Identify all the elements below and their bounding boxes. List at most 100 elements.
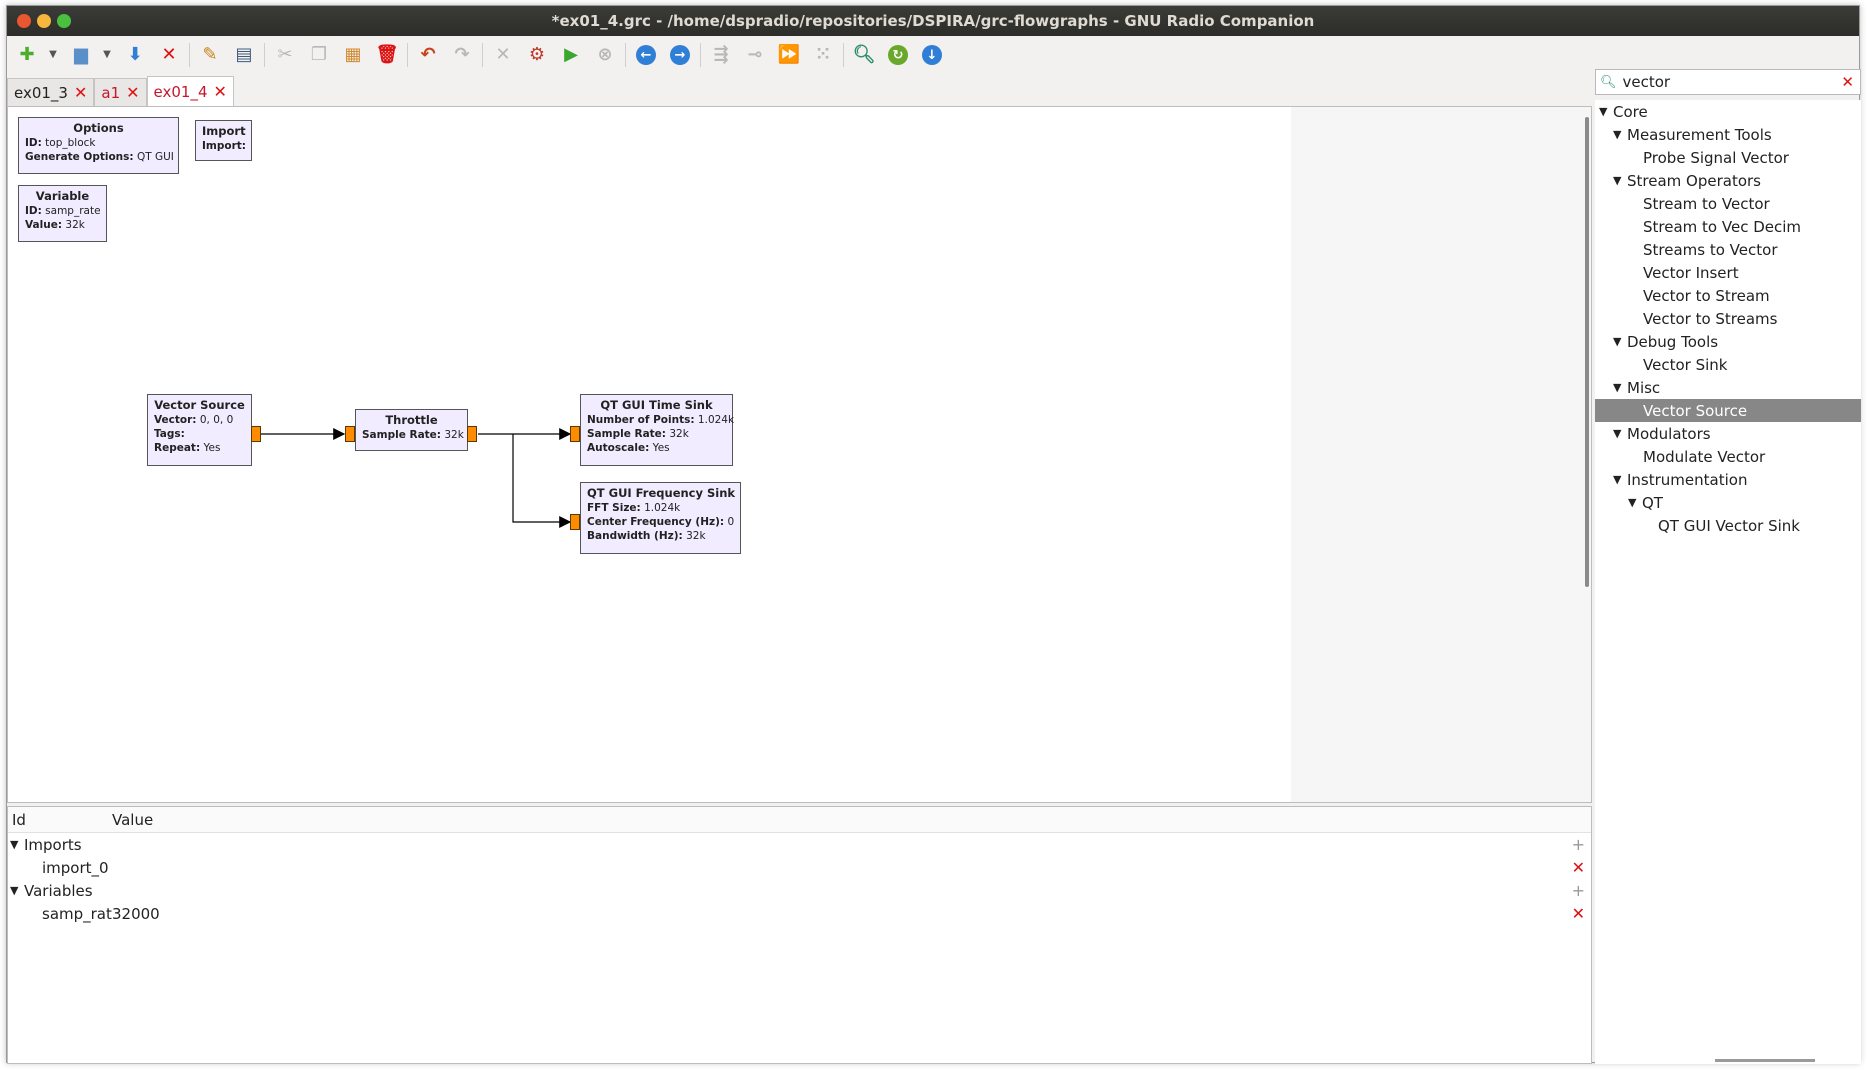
bypass-block-icon[interactable]: ⊸ (747, 44, 763, 65)
variables-group-row[interactable]: ▼ Variables + (8, 879, 1591, 902)
expander-icon[interactable]: ▼ (1628, 496, 1637, 509)
throttle-out-port[interactable] (467, 426, 477, 442)
delete-icon[interactable]: 🗑 (375, 44, 399, 65)
expander-icon[interactable]: ▼ (1613, 473, 1622, 486)
tree-item-stream-to-vec-decim[interactable]: Stream to Vec Decim (1595, 215, 1861, 238)
rotate-cw-icon[interactable]: → (666, 41, 694, 69)
column-header-value[interactable]: Value (112, 810, 154, 829)
tab-ex01-3[interactable]: ex01_3 ✕ (7, 78, 95, 106)
remove-import-icon[interactable]: ✕ (1571, 858, 1585, 877)
clear-search-icon[interactable]: ✕ (1841, 73, 1854, 91)
expander-icon[interactable]: ▼ (1613, 174, 1622, 187)
redo-icon[interactable]: ↷ (454, 44, 470, 65)
find-block-icon[interactable]: 🔍︎ (852, 44, 876, 65)
execute-icon[interactable]: ▶ (564, 44, 578, 65)
tab-ex01-4[interactable]: ex01_4 ✕ (146, 76, 234, 106)
tree-node-instrumentation[interactable]: ▼Instrumentation (1595, 468, 1861, 491)
window-close-button[interactable] (17, 14, 31, 28)
vector-source-out-port[interactable] (251, 426, 261, 442)
tree-item-probe-signal-vector[interactable]: Probe Signal Vector (1595, 146, 1861, 169)
grid-icon[interactable]: ⁙ (815, 44, 831, 65)
add-variable-icon[interactable]: + (1571, 881, 1585, 900)
enable-block-icon[interactable]: ⏩ (777, 44, 801, 65)
print-icon[interactable]: ▤ (235, 44, 253, 65)
open-dropdown-icon[interactable]: ▼ (103, 49, 111, 60)
freq-sink-in-port[interactable] (570, 514, 580, 530)
tree-node-debug-tools[interactable]: ▼Debug Tools (1595, 330, 1861, 353)
canvas-scrollbar[interactable] (1585, 117, 1589, 587)
options-block[interactable]: Options ID: top_block Generate Options: … (18, 117, 179, 174)
expander-icon[interactable]: ▼ (1613, 335, 1622, 348)
tree-node-misc[interactable]: ▼Misc (1595, 376, 1861, 399)
reload-blocks-icon[interactable]: ↻ (884, 41, 912, 69)
close-flowgraph-icon[interactable]: ✕ (161, 44, 177, 65)
tree-node-qt[interactable]: ▼QT (1595, 491, 1861, 514)
add-import-icon[interactable]: + (1571, 835, 1585, 854)
window-maximize-button[interactable] (57, 14, 71, 28)
tree-node-modulators[interactable]: ▼Modulators (1595, 422, 1861, 445)
param-value: QT GUI (136, 151, 174, 163)
throttle-in-port[interactable] (345, 426, 355, 442)
tree-item-vector-sink[interactable]: Vector Sink (1595, 353, 1861, 376)
open-folder-icon[interactable]: ▆ (74, 44, 88, 65)
tab-a1[interactable]: a1 ✕ (94, 78, 147, 106)
edit-properties-icon[interactable]: ✎ (202, 44, 218, 65)
expander-icon[interactable]: ▼ (1613, 427, 1622, 440)
tree-node-measurement-tools[interactable]: ▼Measurement Tools (1595, 123, 1861, 146)
import-0-row[interactable]: import_0 ✕ (8, 856, 1591, 879)
expander-icon[interactable]: ▼ (10, 838, 19, 851)
disable-block-icon[interactable]: ⇶ (713, 44, 729, 65)
expander-icon[interactable]: ▼ (1613, 128, 1622, 141)
app-window: *ex01_4.grc - /home/dspradio/repositorie… (6, 5, 1861, 1064)
tree-item-vector-insert[interactable]: Vector Insert (1595, 261, 1861, 284)
import-block[interactable]: Import Import: (195, 120, 252, 161)
remove-variable-icon[interactable]: ✕ (1571, 904, 1585, 923)
throttle-block[interactable]: Throttle Sample Rate: 32k (355, 409, 468, 451)
paste-icon[interactable]: ▦ (344, 44, 362, 65)
flowgraph-canvas[interactable]: Options ID: top_block Generate Options: … (7, 106, 1592, 803)
download-icon[interactable]: ↓ (918, 41, 946, 69)
tree-item-stream-to-vector[interactable]: Stream to Vector (1595, 192, 1861, 215)
node-label: Modulate Vector (1643, 447, 1766, 466)
undo-icon[interactable]: ↶ (420, 44, 436, 65)
tree-node-stream-operators[interactable]: ▼Stream Operators (1595, 169, 1861, 192)
rotate-ccw-icon[interactable]: ← (632, 41, 660, 69)
block-title: Throttle (385, 413, 438, 427)
tree-item-streams-to-vector[interactable]: Streams to Vector (1595, 238, 1861, 261)
tree-item-vector-to-streams[interactable]: Vector to Streams (1595, 307, 1861, 330)
cut-icon[interactable]: ✂ (277, 44, 293, 65)
expander-icon[interactable]: ▼ (10, 884, 19, 897)
samp-rate-row[interactable]: samp_rat 32000 ✕ (8, 902, 1591, 925)
window-minimize-button[interactable] (37, 14, 51, 28)
variable-id: import_0 (42, 858, 109, 877)
generate-icon[interactable]: ⚙ (528, 44, 546, 65)
close-tab-icon[interactable]: ✕ (126, 83, 140, 102)
tree-item-vector-to-stream[interactable]: Vector to Stream (1595, 284, 1861, 307)
qt-gui-time-sink-block[interactable]: QT GUI Time Sink Number of Points: 1.024… (580, 394, 734, 466)
expander-icon[interactable]: ▼ (1613, 381, 1622, 394)
close-tab-icon[interactable]: ✕ (73, 83, 88, 102)
errors-icon[interactable]: ✕ (495, 44, 511, 65)
new-dropdown-icon[interactable]: ▼ (49, 49, 57, 60)
tree-item-qt-gui-vector-sink[interactable]: QT GUI Vector Sink (1595, 514, 1861, 537)
vector-source-block[interactable]: Vector Source Vector: 0, 0, 0 Tags: Repe… (147, 394, 252, 466)
copy-icon[interactable]: ❐ (310, 44, 328, 65)
qt-gui-frequency-sink-block[interactable]: QT GUI Frequency Sink FFT Size: 1.024k C… (580, 482, 741, 554)
variable-block[interactable]: Variable ID: samp_rate Value: 32k (18, 185, 107, 242)
block-search-input[interactable]: 🔍︎ vector ✕ (1595, 69, 1861, 95)
save-icon[interactable]: ⬇ (127, 44, 143, 65)
imports-group-row[interactable]: ▼ Imports + (8, 833, 1591, 856)
tree-node-core[interactable]: ▼Core (1595, 100, 1861, 123)
column-header-id[interactable]: Id (12, 810, 26, 829)
time-sink-in-port[interactable] (570, 426, 580, 442)
tree-item-vector-source[interactable]: Vector Source (1595, 399, 1861, 422)
tree-item-modulate-vector[interactable]: Modulate Vector (1595, 445, 1861, 468)
kill-icon[interactable]: ⊗ (597, 44, 613, 65)
block-title: QT GUI Frequency Sink (587, 486, 736, 500)
tree-scrollbar[interactable] (1715, 1059, 1815, 1062)
variable-editor: Id Value ▼ Imports + import_0 ✕ ▼ Variab… (7, 806, 1592, 1064)
block-title: Variable (35, 189, 90, 203)
new-flowgraph-icon[interactable]: ✚ (19, 44, 35, 65)
close-tab-icon[interactable]: ✕ (213, 82, 227, 101)
expander-icon[interactable]: ▼ (1599, 105, 1608, 118)
